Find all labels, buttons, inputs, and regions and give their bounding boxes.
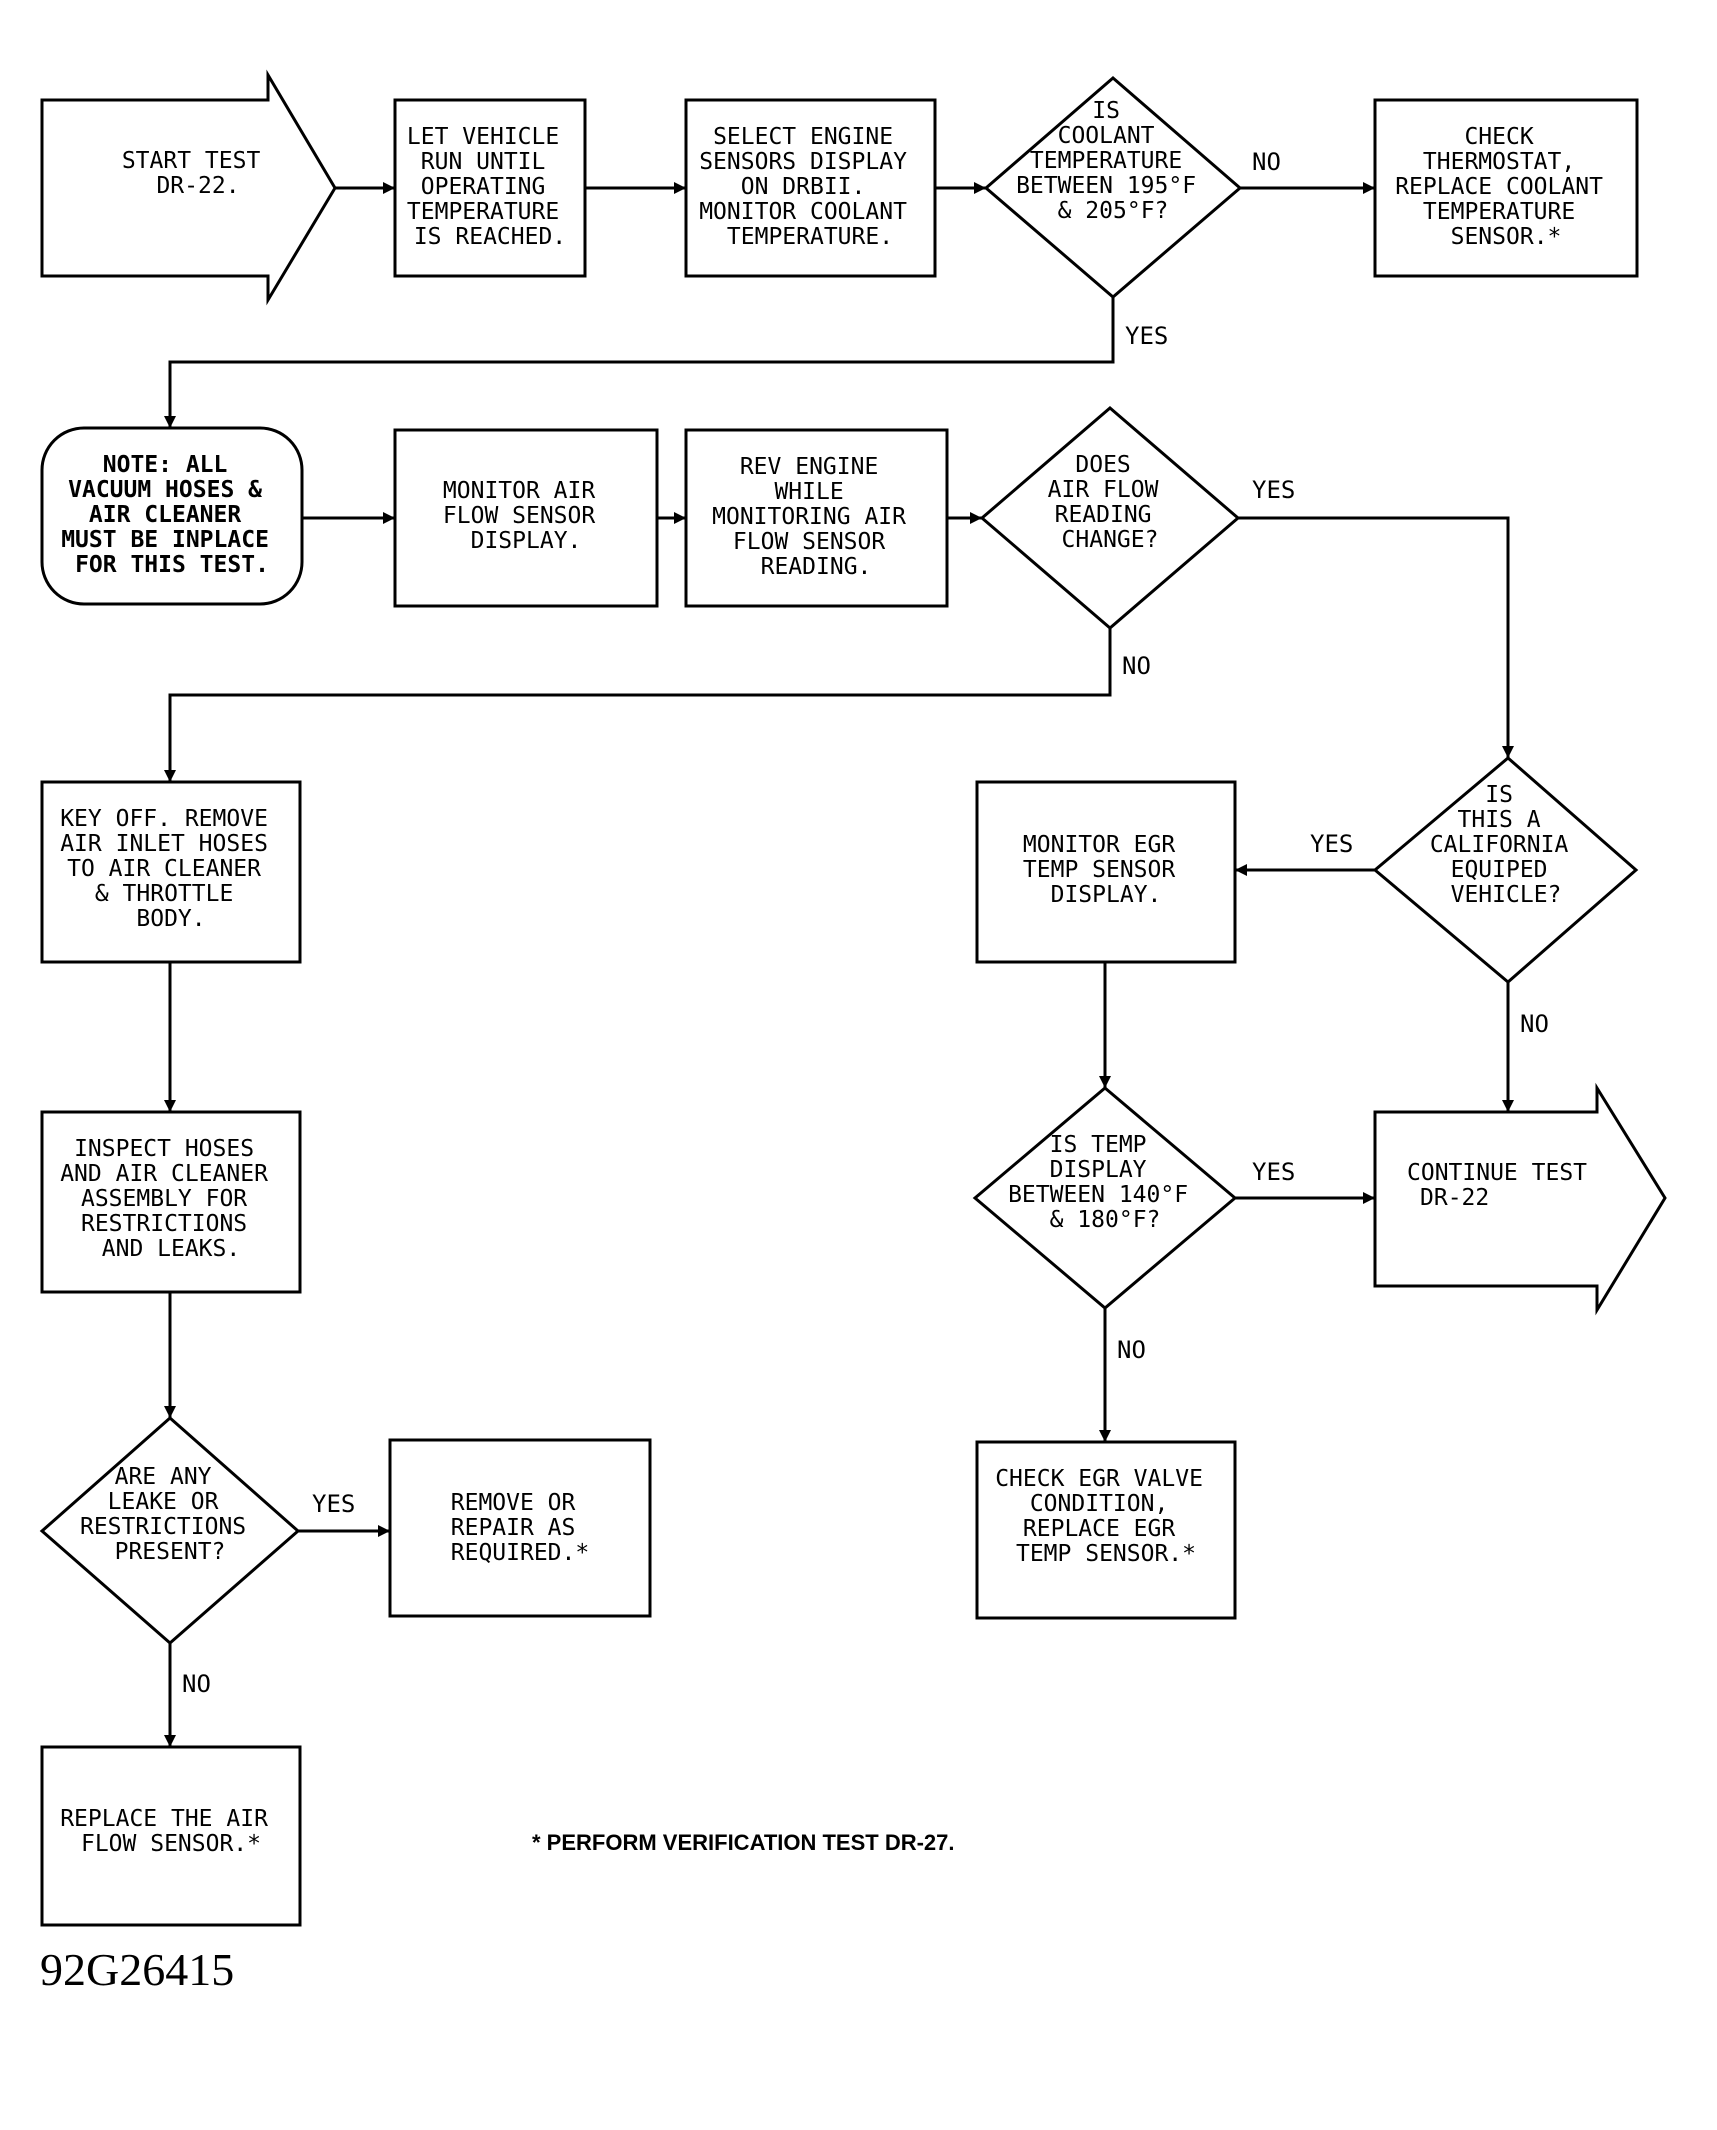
edge-label-temp-yes: YES [1252, 1158, 1295, 1186]
rev-engine-text: REV ENGINE WHILE MONITORING AIR FLOW SEN… [712, 454, 920, 580]
edge-label-leaks-yes: YES [312, 1490, 355, 1518]
inspect-hoses-box [40, 1110, 302, 1294]
coolant-decision-diamond [983, 76, 1243, 299]
arrowhead [378, 1525, 390, 1537]
shapes [39, 69, 1667, 1927]
temp-decision-diamond [972, 1086, 1238, 1310]
edge-label-california-yes: YES [1310, 830, 1353, 858]
select-engine-sensors-text: SELECT ENGINE SENSORS DISPLAY ON DRBII. … [699, 124, 921, 250]
footnote: * PERFORM VERIFICATION TEST DR-27. [532, 1830, 955, 1855]
edge-label-temp-no: NO [1117, 1336, 1146, 1364]
rev-engine-box [684, 428, 949, 608]
let-vehicle-run-text: LET VEHICLE RUN UNTIL OPERATING TEMPERAT… [407, 124, 573, 250]
inspect-hoses-text: INSPECT HOSES AND AIR CLEANER ASSEMBLY F… [60, 1136, 282, 1262]
remove-repair-text: REMOVE OR REPAIR AS REQUIRED.* [451, 1490, 589, 1566]
check-thermostat-box [1373, 98, 1639, 278]
arrowhead [164, 1100, 176, 1112]
start-test-arrow-shape [40, 69, 337, 306]
arrowhead [1502, 1100, 1514, 1112]
arrowhead [164, 1735, 176, 1747]
monitor-egr-box [975, 780, 1237, 964]
edge-label-leaks-no: NO [182, 1670, 211, 1698]
let-vehicle-run-box [393, 98, 587, 278]
check-thermostat-text: CHECK THERMOSTAT, REPLACE COOLANT TEMPER… [1395, 124, 1617, 250]
arrowhead [383, 512, 395, 524]
replace-air-flow-text: REPLACE THE AIR FLOW SENSOR.* [60, 1806, 282, 1857]
arrowheads [164, 182, 1514, 1747]
california-decision-text: IS THIS A CALIFORNIA EQUIPED VEHICLE? [1430, 782, 1582, 908]
arrowhead [383, 182, 395, 194]
check-egr-valve-text: CHECK EGR VALVE CONDITION, REPLACE EGR T… [995, 1466, 1217, 1567]
note-rounded-box [40, 426, 304, 606]
key-off-box [40, 780, 302, 964]
coolant-decision-text: IS COOLANT TEMPERATURE BETWEEN 195°F & 2… [1016, 98, 1210, 224]
arrowhead [1099, 1076, 1111, 1088]
arrowhead [970, 512, 982, 524]
edge-label-coolant-no: NO [1252, 148, 1281, 176]
arrowhead [674, 512, 686, 524]
edge-labels: NO YES YES NO YES NO YES NO YES NO [182, 148, 1549, 1698]
edge-airflow-yes [1238, 516, 1510, 758]
replace-air-flow-box [40, 1745, 302, 1927]
california-decision-diamond [1372, 756, 1639, 984]
note-text: NOTE: ALL VACUUM HOSES & AIR CLEANER MUS… [61, 452, 283, 578]
arrowhead [1099, 1430, 1111, 1442]
edge-label-air-flow-yes: YES [1252, 476, 1295, 504]
arrowhead [164, 416, 176, 428]
arrowhead [974, 182, 986, 194]
arrowhead [674, 182, 686, 194]
connectors [168, 186, 1510, 1747]
monitor-egr-text: MONITOR EGR TEMP SENSOR DISPLAY. [1023, 832, 1189, 908]
monitor-air-flow-text: MONITOR AIR FLOW SENSOR DISPLAY. [443, 478, 609, 554]
arrowhead [1235, 864, 1247, 876]
arrowhead [164, 770, 176, 782]
edge-label-air-flow-no: NO [1122, 652, 1151, 680]
arrowhead [1363, 182, 1375, 194]
monitor-air-flow-box [393, 428, 659, 608]
check-egr-valve-box [975, 1440, 1237, 1620]
start-test-text: START TEST DR-22. [122, 148, 274, 199]
edge-label-coolant-yes: YES [1125, 322, 1168, 350]
key-off-text: KEY OFF. REMOVE AIR INLET HOSES TO AIR C… [60, 806, 282, 932]
leaks-decision-diamond [39, 1415, 301, 1645]
leaks-decision-text: ARE ANY LEAKE OR RESTRICTIONS PRESENT? [80, 1464, 260, 1565]
edge-label-california-no: NO [1520, 1010, 1549, 1038]
select-engine-sensors-box [684, 98, 937, 278]
air-flow-decision-diamond [979, 406, 1241, 630]
edge-airflow-no [168, 628, 1112, 782]
air-flow-decision-text: DOES AIR FLOW READING CHANGE? [1048, 452, 1173, 553]
continue-test-text: CONTINUE TEST DR-22 [1407, 1160, 1601, 1211]
temp-decision-text: IS TEMP DISPLAY BETWEEN 140°F & 180°F? [1008, 1132, 1202, 1233]
remove-repair-box [388, 1438, 652, 1618]
edge-coolant-yes [168, 297, 1115, 428]
continue-test-arrow-shape [1373, 1082, 1667, 1316]
arrowhead [1363, 1192, 1375, 1204]
node-texts: START TEST DR-22. LET VEHICLE RUN UNTIL … [60, 98, 1617, 1857]
figure-id: 92G26415 [40, 1944, 234, 1995]
arrowhead [1502, 746, 1514, 758]
arrowhead [164, 1406, 176, 1418]
